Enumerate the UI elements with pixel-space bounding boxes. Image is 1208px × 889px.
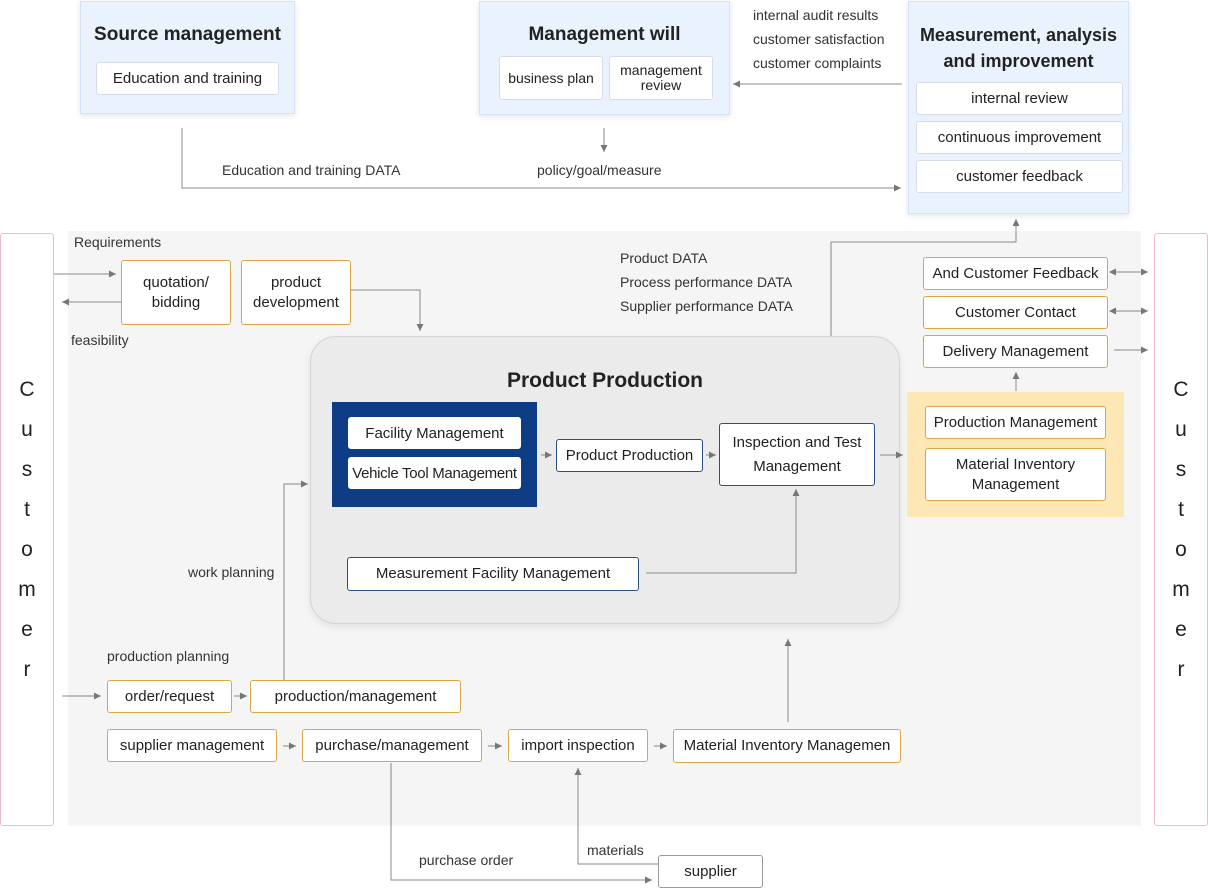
import-inspection-box: import inspection: [508, 729, 648, 762]
purchase-order-connector: [390, 763, 652, 884]
customer-contact-box: Customer Contact: [923, 296, 1108, 329]
business-plan-box: business plan: [499, 56, 603, 100]
product-production-title: Product Production: [507, 369, 703, 392]
customer-right-letter: o: [1175, 537, 1187, 561]
supplier-data-label: Supplier performance DATA: [620, 298, 793, 314]
internal-audit-label: internal audit results: [753, 7, 879, 23]
and-customer-feedback-box: And Customer Feedback: [923, 257, 1108, 290]
customer-left-letter: u: [21, 417, 33, 441]
supplier-box: supplier: [658, 855, 763, 888]
source-management-panel: Source management Education and training: [80, 1, 295, 114]
material-inventory-box: Material Inventory Management: [925, 448, 1106, 501]
management-will-panel: Management will business plan management…: [479, 1, 730, 115]
education-data-connector: [181, 128, 901, 192]
customer-satisfaction-label: customer satisfaction: [753, 31, 885, 47]
customer-right-letter: e: [1175, 617, 1187, 641]
product-development-box: product development: [241, 260, 351, 325]
education-data-label: Education and training DATA: [222, 162, 401, 178]
customer-right-letter: C: [1173, 377, 1189, 401]
internal-review-box: internal review: [916, 82, 1123, 115]
customer-left-letter: o: [21, 537, 33, 561]
supplier-management-box: supplier management: [107, 729, 277, 762]
materials-label: materials: [587, 842, 644, 858]
production-management-box: Production Management: [925, 406, 1106, 439]
requirements-label: Requirements: [74, 234, 162, 250]
quotation-bidding-box: quotation/ bidding: [121, 260, 231, 325]
customer-left-column: C u s t o m e r: [0, 233, 54, 826]
customer-left-letter: s: [21, 457, 33, 481]
purchase-management-box: purchase/management: [302, 729, 482, 762]
development-connector: [351, 289, 424, 331]
measurement-panel: Measurement, analysis and improvement in…: [908, 1, 1129, 214]
production-management-bottom-box: production/management: [250, 680, 461, 713]
customer-right-letter: s: [1175, 457, 1187, 481]
customer-left-letter: e: [21, 617, 33, 641]
education-training-box: Education and training: [96, 62, 279, 95]
customer-right-column: C u s t o m e r: [1154, 233, 1208, 826]
facility-management-box: Facility Management: [348, 417, 521, 449]
product-data-label: Product DATA: [620, 250, 708, 266]
customer-left-letter: t: [24, 497, 30, 521]
production-planning-label: production planning: [107, 648, 230, 664]
measurement-to-inspection-connector: [646, 489, 800, 574]
work-planning-connector: [283, 480, 308, 680]
work-planning-label: work planning: [188, 564, 275, 580]
customer-right-letter: m: [1172, 577, 1190, 601]
inspection-test-box: Inspection and Test Management: [719, 423, 875, 486]
customer-complaints-label: customer complaints: [753, 55, 882, 71]
customer-left-letter: C: [19, 377, 35, 401]
feasibility-label: feasibility: [71, 332, 129, 348]
order-request-box: order/request: [107, 680, 232, 713]
vehicle-tool-management-box: Vehicle Tool Management: [348, 457, 521, 489]
process-data-label: Process performance DATA: [620, 274, 793, 290]
purchase-order-label: purchase order: [419, 852, 514, 868]
customer-feedback-box: customer feedback: [916, 160, 1123, 193]
management-will-title: Management will: [528, 24, 681, 45]
source-management-title: Source management: [94, 24, 281, 45]
materials-connector: [574, 768, 658, 865]
customer-right-letter: t: [1178, 497, 1184, 521]
delivery-management-box: Delivery Management: [923, 335, 1108, 368]
customer-left-letter: r: [23, 657, 31, 681]
customer-right-letter: u: [1175, 417, 1187, 441]
customer-right-letter: r: [1177, 657, 1185, 681]
customer-left-letter: m: [18, 577, 36, 601]
measurement-title: Measurement, analysis and improvement: [919, 25, 1118, 71]
material-inventory-bottom-box: Material Inventory Managemen: [673, 729, 901, 763]
measurement-facility-box: Measurement Facility Management: [347, 557, 639, 591]
product-production-box: Product Production: [556, 439, 703, 472]
management-review-box: management review: [609, 56, 713, 100]
data-to-measurement-connector: [830, 219, 1020, 336]
policy-goal-label: policy/goal/measure: [537, 162, 662, 178]
continuous-improvement-box: continuous improvement: [916, 121, 1123, 154]
